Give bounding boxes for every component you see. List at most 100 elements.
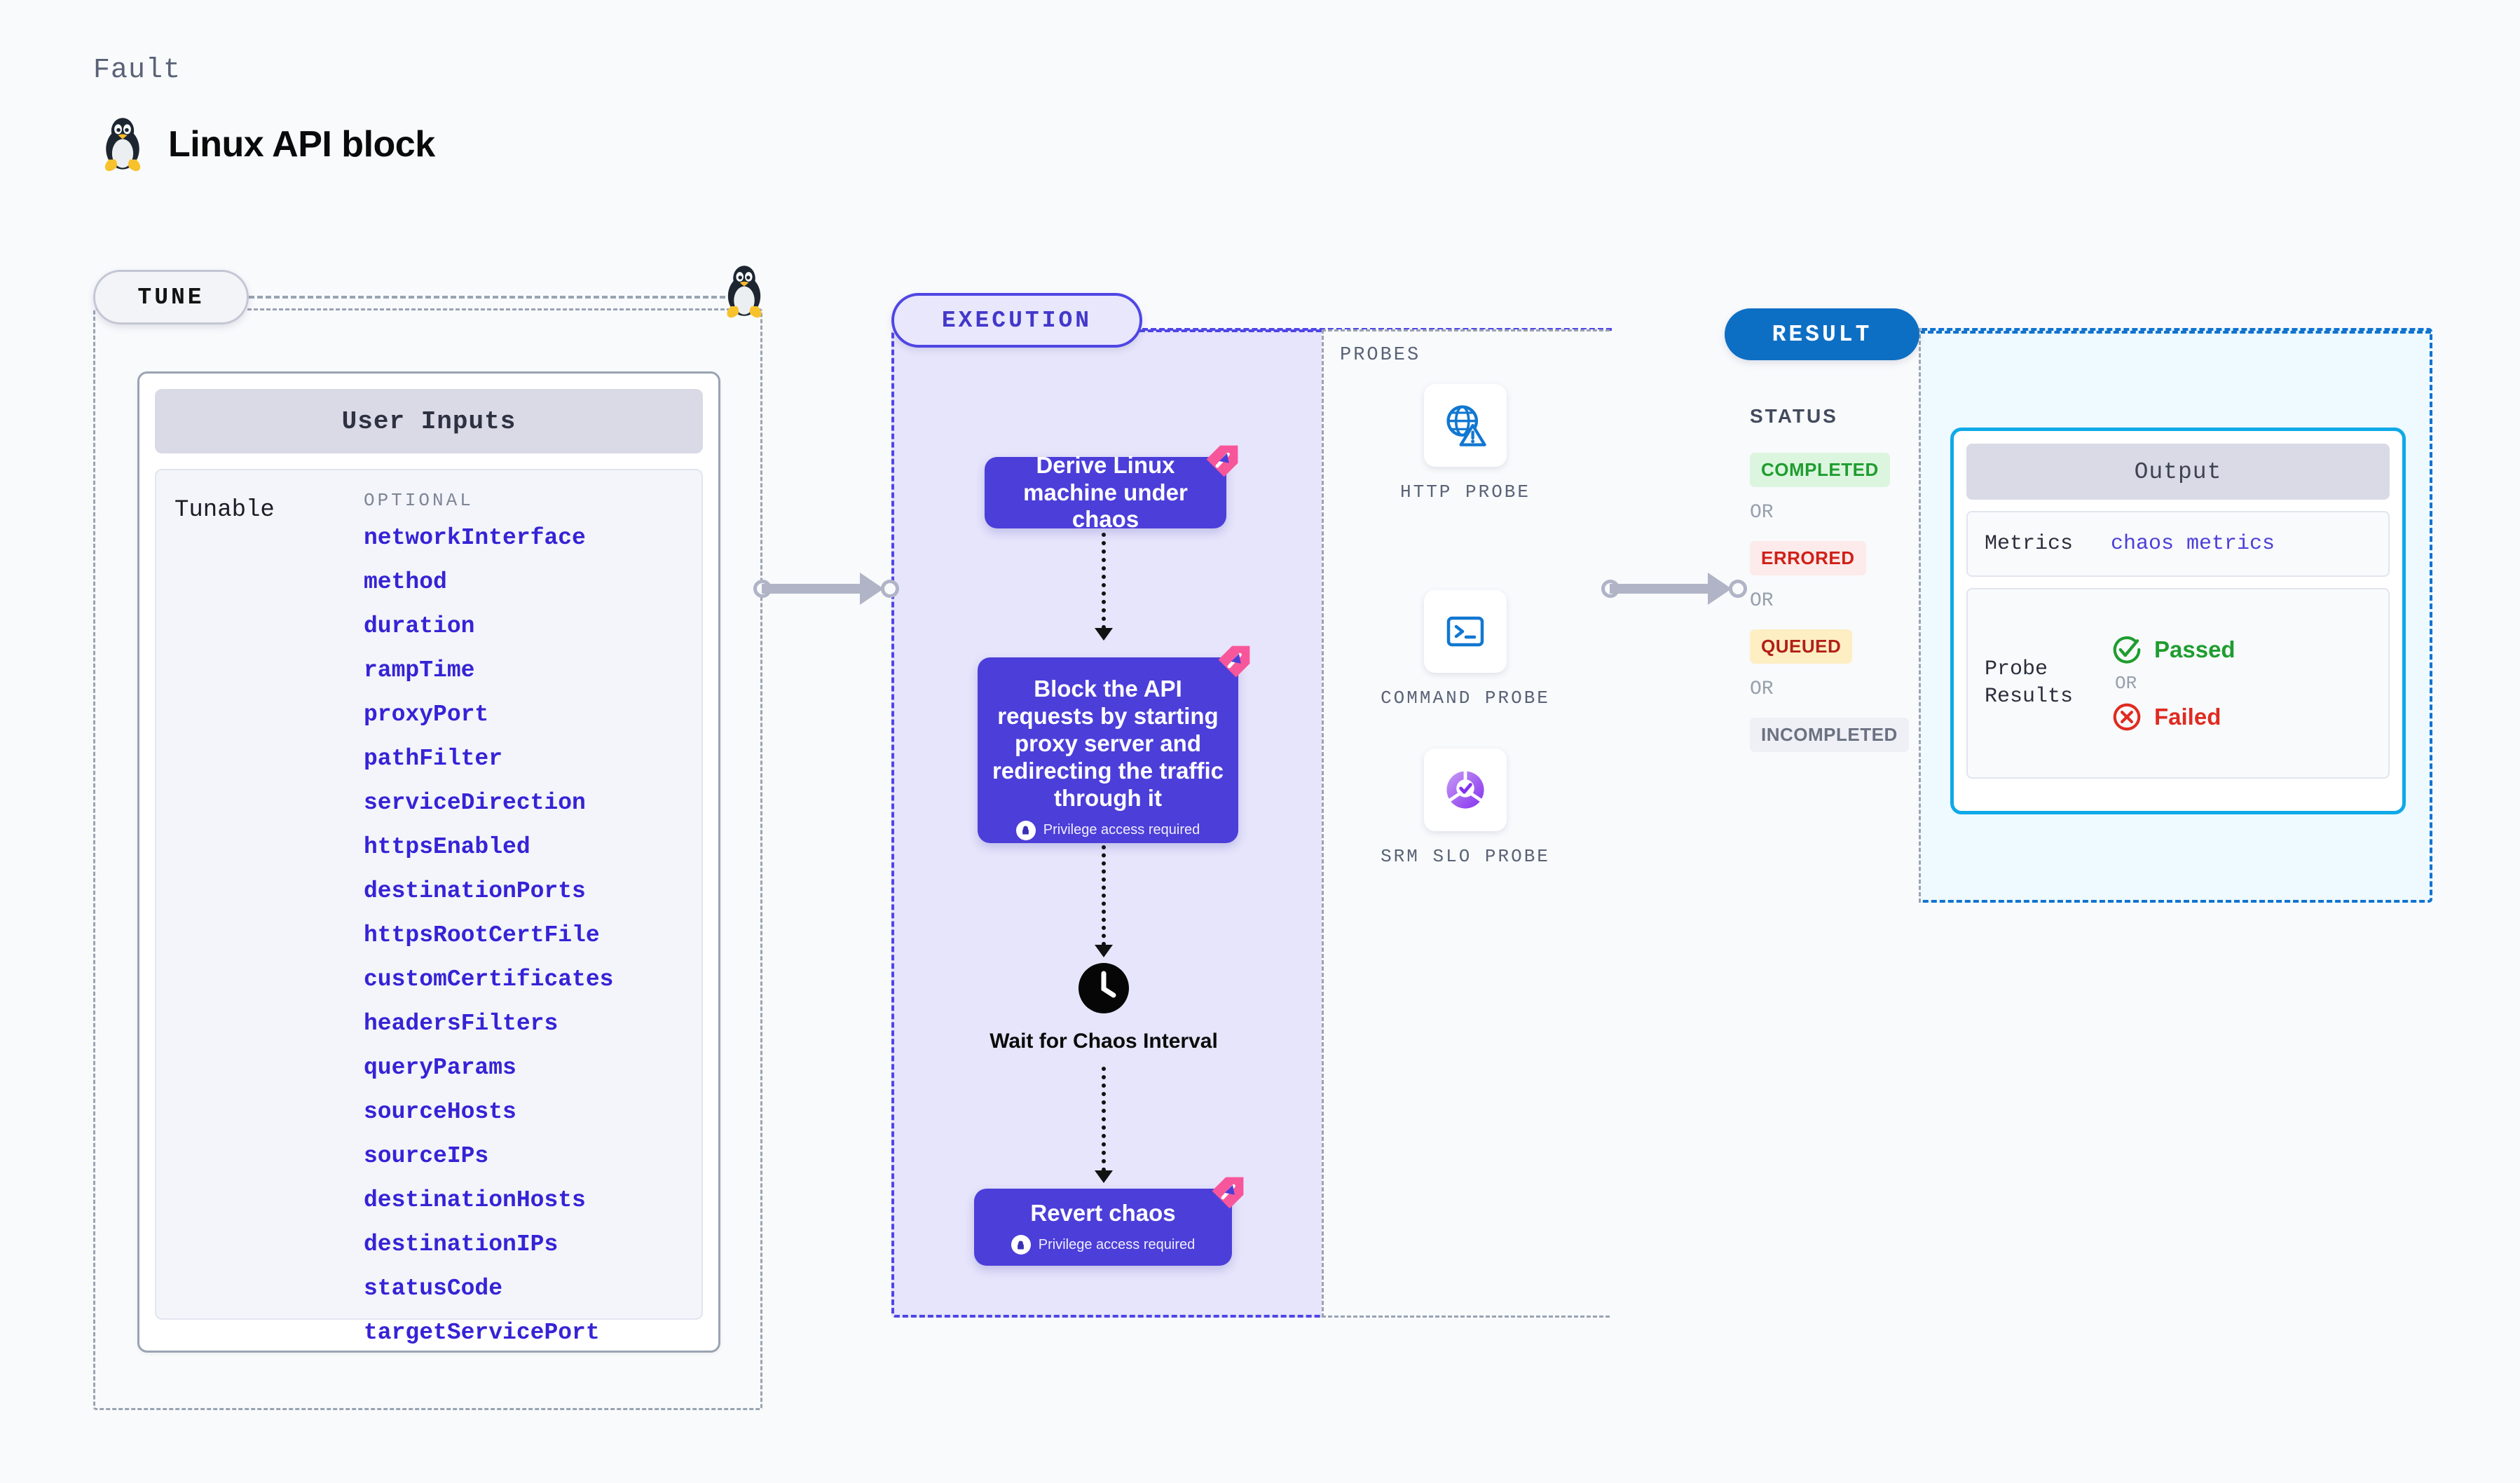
status-or-separator: OR <box>1750 590 1774 612</box>
probe-tile-srm-slo <box>1424 749 1507 831</box>
tunable-item[interactable]: proxyPort <box>364 702 489 727</box>
result-badge-connector <box>1919 331 2431 334</box>
probe-http[interactable]: HTTP PROBE <box>1374 384 1556 505</box>
probes-title: PROBES <box>1340 345 1421 366</box>
connector-arrow-1 <box>1095 628 1113 641</box>
tunable-item[interactable]: httpsRootCertFile <box>364 922 600 948</box>
probe-command[interactable]: COMMAND PROBE <box>1374 590 1556 711</box>
privilege-note-3: Privilege access required <box>1011 1235 1195 1255</box>
output-probe-key: Probe Results <box>1985 657 2074 709</box>
tunable-item[interactable]: customCertificates <box>364 966 614 992</box>
probe-result-passed: Passed <box>2111 634 2235 666</box>
execution-step-card-2[interactable]: Block the API requests by starting proxy… <box>978 645 1250 843</box>
tunable-item[interactable]: httpsEnabled <box>364 834 530 860</box>
tunable-item[interactable]: headersFilters <box>364 1011 559 1037</box>
status-badge[interactable]: ERRORED <box>1750 541 1866 575</box>
probe-label-srm-slo: SRM SLO PROBE <box>1381 846 1550 867</box>
probe-result-passed-label: Passed <box>2154 636 2235 662</box>
tunable-item[interactable]: rampTime <box>364 657 475 683</box>
tunable-row-label: Tunable <box>174 497 275 524</box>
status-or-separator: OR <box>1750 678 1774 700</box>
tunable-item[interactable]: destinationPorts <box>364 878 586 904</box>
output-title: Output <box>1966 444 2390 500</box>
lock-icon <box>1011 1235 1031 1255</box>
execution-step-card-1[interactable]: Derive Linux machine under chaos <box>985 445 1238 532</box>
probe-label-command: COMMAND PROBE <box>1381 688 1550 709</box>
user-inputs-card: User Inputs Tunable OPTIONAL networkInte… <box>137 371 720 1353</box>
execution-badge[interactable]: EXECUTION <box>891 293 1142 348</box>
clock-icon <box>1078 963 1129 1013</box>
tunable-item[interactable]: targetServicePort <box>364 1320 600 1346</box>
status-badge[interactable]: INCOMPLETED <box>1750 718 1909 752</box>
status-badge[interactable]: COMPLETED <box>1750 453 1890 487</box>
probe-result-values: Passed OR Failed <box>2111 634 2235 733</box>
tunable-item[interactable]: destinationHosts <box>364 1187 586 1213</box>
execution-step-text-3: Revert chaos <box>1030 1199 1176 1226</box>
check-circle-icon <box>2113 636 2141 664</box>
tunable-item[interactable]: serviceDirection <box>364 790 586 816</box>
tunable-item-list: networkInterface method duration rampTime pr… <box>364 526 683 1344</box>
x-circle-icon <box>2113 703 2141 731</box>
slo-donut-check-icon <box>1446 771 1484 809</box>
probe-result-or: OR <box>2115 673 2137 694</box>
chaos-corner-mark-icon <box>1206 445 1238 477</box>
tunable-item[interactable]: sourceIPs <box>364 1143 489 1169</box>
probe-srm-slo[interactable]: SRM SLO PROBE <box>1374 749 1556 869</box>
tunable-item[interactable]: queryParams <box>364 1055 516 1081</box>
connector-1 <box>1102 533 1106 629</box>
optional-group: OPTIONAL networkInterface method duration r… <box>364 490 683 1344</box>
arrow-execution-to-result <box>1601 573 1748 605</box>
user-inputs-title: User Inputs <box>155 389 703 453</box>
tune-badge[interactable]: TUNE <box>93 270 249 324</box>
status-or-separator: OR <box>1750 502 1774 524</box>
execution-step-text-2: Block the API requests by starting proxy… <box>992 676 1224 811</box>
tunable-item[interactable]: pathFilter <box>364 746 503 772</box>
privilege-note-text-2: Privilege access required <box>1043 822 1200 838</box>
status-badge[interactable]: QUEUED <box>1750 629 1853 664</box>
privilege-note-text-3: Privilege access required <box>1038 1236 1196 1252</box>
probe-result-failed: Failed <box>2111 701 2235 733</box>
lock-icon <box>1015 820 1036 840</box>
output-card: Output Metrics chaos metrics Probe Resul… <box>1950 428 2406 814</box>
tunable-body: Tunable OPTIONAL networkInterface method d… <box>155 469 703 1344</box>
result-status-column <box>1725 328 1921 903</box>
tune-region <box>93 308 762 1410</box>
connector-2 <box>1102 845 1106 946</box>
wait-node: Wait for Chaos Interval <box>978 962 1230 1055</box>
tunable-item[interactable]: sourceHosts <box>364 1099 516 1125</box>
output-metrics-key: Metrics <box>1985 531 2074 556</box>
optional-group-title: OPTIONAL <box>364 490 474 511</box>
privilege-note-2: Privilege access required <box>1015 820 1200 840</box>
connector-3 <box>1102 1067 1106 1172</box>
page-title-text: Linux API block <box>168 124 435 165</box>
result-badge[interactable]: RESULT <box>1725 308 1919 360</box>
connector-arrow-3 <box>1095 1170 1113 1183</box>
execution-step-card-3[interactable]: Revert chaos Privilege access required <box>974 1177 1244 1266</box>
terminal-icon <box>1446 616 1484 647</box>
fault-kicker: Fault <box>93 55 182 86</box>
page-title: Linux API block <box>98 116 435 173</box>
execution-step-text-1: Derive Linux machine under chaos <box>1023 451 1188 533</box>
tux-linux-penguin-icon <box>104 118 141 172</box>
arrow-tune-to-execution <box>753 573 901 605</box>
tunable-item[interactable]: destinationIPs <box>364 1231 559 1257</box>
probe-tile-http <box>1424 384 1507 467</box>
tunable-item[interactable]: networkInterface <box>364 525 586 551</box>
output-metrics-row: Metrics chaos metrics <box>1966 511 2390 577</box>
output-probe-results-row: Probe Results Passed OR Failed <box>1966 588 2390 779</box>
tunable-item[interactable]: duration <box>364 613 475 639</box>
connector-arrow-2 <box>1095 945 1113 957</box>
chaos-corner-mark-icon <box>1212 1177 1244 1209</box>
output-metrics-value[interactable]: chaos metrics <box>2111 532 2275 556</box>
tux-linux-penguin-icon-border <box>727 266 762 318</box>
probe-result-failed-label: Failed <box>2154 704 2221 730</box>
globe-warning-icon <box>1446 405 1486 446</box>
chaos-corner-mark-icon <box>1218 645 1250 678</box>
probe-label-http: HTTP PROBE <box>1399 481 1531 503</box>
tunable-item[interactable]: statusCode <box>364 1276 503 1301</box>
tune-badge-connector <box>249 296 725 299</box>
tunable-item[interactable]: method <box>364 569 447 595</box>
probe-tile-command <box>1424 590 1507 673</box>
status-title: STATUS <box>1750 405 1838 427</box>
